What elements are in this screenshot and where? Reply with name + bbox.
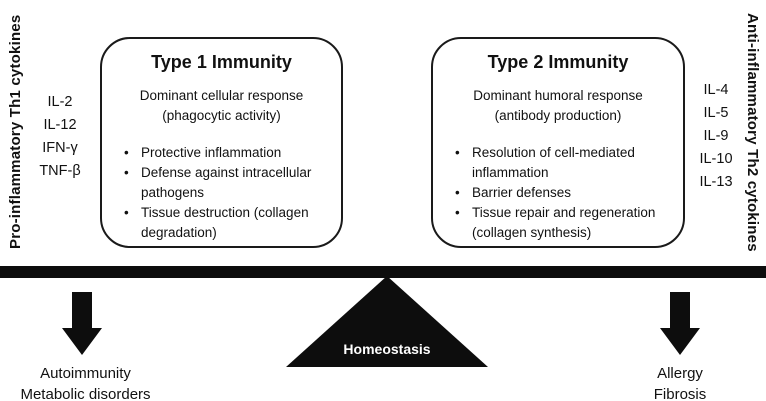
th2-cytokine: IL-13 [699,174,733,190]
th2-outcome: Allergy [657,365,703,382]
down-arrow-left-icon [62,292,102,355]
type-1-subtitle-line-1: Dominant cellular response [139,88,304,103]
th1-cytokine: TNF-β [39,163,81,179]
th2-outcome: Fibrosis [653,385,707,401]
type-1-immunity-subtitle: Dominant cellular response (phagocytic a… [114,86,329,126]
type-1-immunity-bullets: Protective inflammationDefense against i… [114,143,329,243]
type-2-immunity-subtitle: Dominant humoral response (antibody prod… [445,86,671,126]
type-2-immunity-bullets: Resolution of cell-mediated inflammation… [445,143,671,243]
type-2-immunity-box: Type 2 Immunity Dominant humoral respons… [431,37,685,248]
homeostasis-fulcrum: Homeostasis [286,276,488,367]
anti-inflammatory-th2-vertical-label: Anti-inflammatory Th2 cytokines [744,12,761,252]
th2-cytokine: IL-4 [703,82,729,98]
homeostasis-label: Homeostasis [343,341,431,357]
th1-outcome: Autoimmunity [40,365,131,382]
pro-inflammatory-th1-vertical-label: Pro-inflammatory Th1 cytokines [7,14,24,250]
th1-cytokine: IL-12 [43,117,77,133]
th1-outcome: Metabolic disorders [20,385,151,401]
type-1-immunity-title: Type 1 Immunity [151,52,292,72]
type-1-bullet: Defense against intracellular pathogens [124,163,329,203]
fulcrum-triangle-icon [286,276,488,367]
type-2-bullet: Barrier defenses [455,183,671,203]
type-2-bullet: Resolution of cell-mediated inflammation [455,143,671,183]
th1-cytokine: IL-2 [47,94,73,110]
th2-cytokine: IL-10 [699,151,733,167]
type-2-subtitle-line-2: (antibody production) [494,108,622,123]
type-2-subtitle-line-1: Dominant humoral response [473,88,643,103]
th1-cytokine: IFN-γ [42,140,78,156]
type-1-bullet: Protective inflammation [124,143,329,163]
type-1-bullet: Tissue destruction (collagen degradation… [124,203,329,243]
type-1-immunity-box: Type 1 Immunity Dominant cellular respon… [100,37,343,248]
th2-cytokine: IL-9 [703,128,729,144]
type-2-bullet: Tissue repair and regeneration (collagen… [455,203,671,243]
balance-beam [0,266,766,278]
type-2-immunity-title: Type 2 Immunity [487,52,629,72]
type-1-subtitle-line-2: (phagocytic activity) [162,108,281,123]
th2-cytokine: IL-5 [703,105,729,121]
down-arrow-right-icon [660,292,700,355]
